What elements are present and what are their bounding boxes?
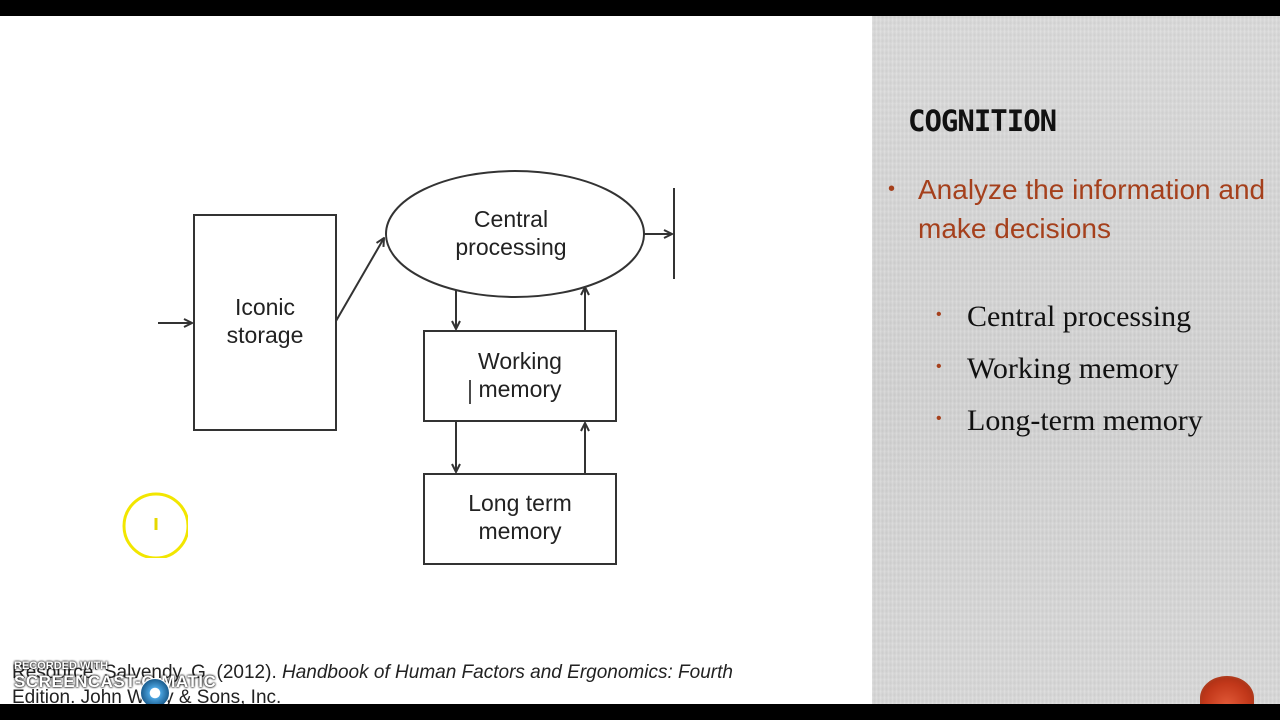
sub-bullet-text: Central processing <box>967 300 1192 333</box>
reference-prefix: Resource: Salvendy, G. (2012). <box>12 662 282 683</box>
reference-citation: Resource: Salvendy, G. (2012). Handbook … <box>12 660 862 704</box>
working-memory-label-2: memory <box>478 376 562 402</box>
long-term-memory-label-2: memory <box>478 518 562 544</box>
cursor-highlight-icon <box>122 492 188 558</box>
reference-title: Handbook of Human Factors and Ergonomics… <box>282 662 733 683</box>
diagram-panel: Iconic storage Central processing Workin… <box>0 16 872 704</box>
watermark-line2: SCREENCAST-O-MATIC <box>14 672 217 691</box>
iconic-storage-box <box>193 214 337 431</box>
slide: Iconic storage Central processing Workin… <box>0 16 1280 704</box>
sub-bullet-text: Long-term memory <box>967 404 1203 437</box>
long-term-memory-box <box>423 473 617 565</box>
iconic-storage-label-2: storage <box>227 322 304 348</box>
content-panel <box>872 16 1280 704</box>
working-memory-label-1: Working <box>478 348 562 374</box>
cognition-diagram: Iconic storage Central processing Workin… <box>158 170 675 565</box>
central-processing-label-1: Central <box>474 206 548 232</box>
screencast-logo-icon <box>140 678 170 704</box>
bullet-dot-icon: • <box>888 178 896 200</box>
main-bullet-text: Analyze the information and make decisio… <box>918 174 1266 244</box>
central-processing-label-2: processing <box>455 234 566 260</box>
recording-watermark: RECORDED WITH SCREENCAST-O-MATIC <box>14 660 216 692</box>
sub-bullet-text: Working memory <box>967 352 1179 385</box>
working-memory-box <box>423 330 617 422</box>
long-term-memory-label-1: Long term <box>468 490 572 516</box>
iconic-to-central-arrow <box>335 238 384 322</box>
slide-title: COGNITION <box>908 104 1057 138</box>
bullet-dot-icon: • <box>936 306 942 323</box>
bullet-dot-icon: • <box>936 410 942 427</box>
watermark-line1: RECORDED WITH <box>14 660 109 672</box>
bullet-dot-icon: • <box>936 358 942 375</box>
iconic-storage-label-1: Iconic <box>235 294 295 320</box>
